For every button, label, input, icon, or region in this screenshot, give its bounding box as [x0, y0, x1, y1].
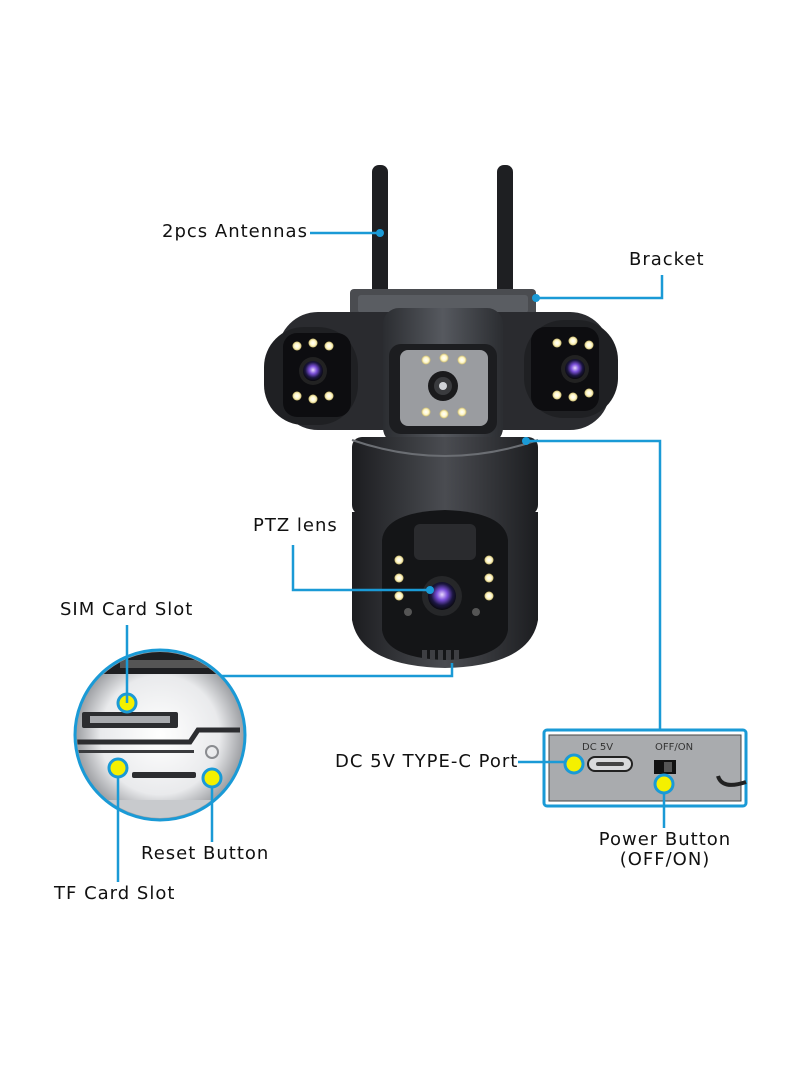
tf-slot-marker [107, 757, 129, 779]
zoom1-connector [222, 663, 454, 678]
camera-body [264, 165, 618, 668]
cable [716, 775, 747, 787]
bracket-label: Bracket [629, 249, 705, 270]
ptz-module [382, 510, 508, 660]
ptz-lens-label: PTZ lens [253, 515, 338, 536]
dc-port-label: DC 5V TYPE-C Port [335, 751, 519, 772]
center-camera-module [389, 344, 497, 434]
power-panel-inset: DC 5V OFF/ON [542, 728, 748, 808]
tf-slot-label: TF Card Slot [54, 883, 176, 904]
power-button-label-line1: Power Button [598, 829, 732, 850]
dc-5v-marking: DC 5V [582, 742, 613, 753]
sim-slot-label: SIM Card Slot [60, 599, 194, 620]
antennas-label: 2pcs Antennas [162, 221, 308, 242]
power-button-label-line2: (OFF/ON) [619, 849, 711, 870]
bracket-leader [536, 275, 664, 300]
zoom2-connector [526, 439, 662, 729]
antenna-right [497, 165, 513, 315]
right-camera-module [524, 320, 618, 418]
left-camera-module [264, 327, 358, 425]
reset-button-label: Reset Button [141, 843, 270, 864]
ptz-lens-leader [291, 545, 430, 592]
leader-lines [116, 231, 666, 882]
dc-port-marker [563, 753, 585, 775]
off-on-marking: OFF/ON [655, 742, 693, 753]
antenna-left [372, 165, 388, 315]
reset-button-marker [201, 767, 223, 789]
power-button-label: Power Button (OFF/ON) [590, 830, 740, 870]
power-button-marker [653, 773, 675, 795]
